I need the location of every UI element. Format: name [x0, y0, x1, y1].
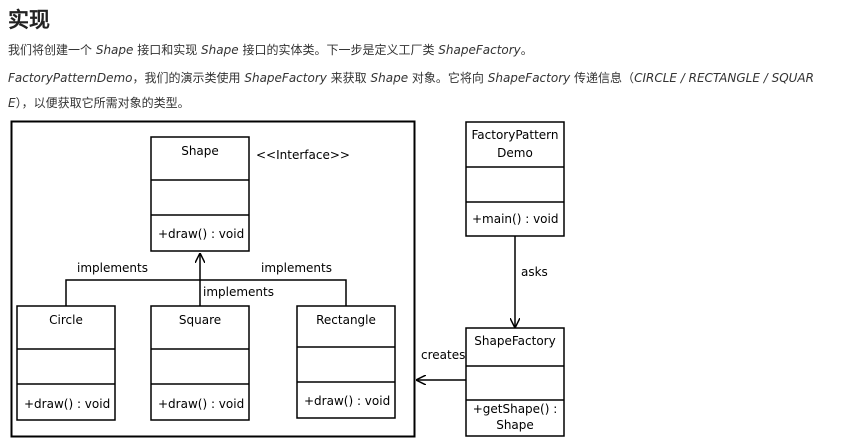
- shape-method: +draw() : void: [158, 227, 244, 241]
- code-term: FactoryPatternDemo: [8, 71, 133, 85]
- square-class: Square +draw() : void: [150, 305, 250, 421]
- code-term: ShapeFactory: [244, 71, 327, 85]
- interface-stereotype: <<Interface>>: [256, 148, 350, 162]
- rectangle-method: +draw() : void: [304, 394, 390, 408]
- text-segment: 传递信息（: [570, 71, 635, 85]
- text-segment: 对象。它将向: [408, 71, 488, 85]
- implements-connectors: [65, 253, 347, 306]
- page-title: 实现: [8, 8, 50, 32]
- code-term: Shape: [370, 71, 409, 85]
- shape-interface-class: Shape +draw() : void: [150, 136, 250, 252]
- description-paragraph-continued: E），以便获取它所需对象的类型。: [8, 91, 190, 115]
- factory-method-line1: +getShape() :: [473, 402, 558, 416]
- intro-paragraph: 我们将创建一个 Shape 接口和实现 Shape 接口的实体类。下一步是定义工…: [8, 38, 533, 62]
- text-segment: 接口的实体类。下一步是定义工厂类: [238, 43, 439, 57]
- factory-pattern-demo-class: FactoryPattern Demo +main() : void: [465, 121, 565, 237]
- factory-class-name: ShapeFactory: [474, 334, 555, 348]
- text-segment: 接口和实现: [133, 43, 202, 57]
- rectangle-class: Rectangle +draw() : void: [296, 305, 396, 419]
- square-class-name: Square: [179, 313, 221, 327]
- creates-label: creates: [421, 348, 465, 362]
- demo-class-name-line2: Demo: [497, 146, 533, 160]
- circle-class-name: Circle: [49, 313, 83, 327]
- square-method: +draw() : void: [158, 397, 244, 411]
- code-term: CIRCLE / RECTANGLE / SQUAR: [634, 71, 814, 85]
- code-term: Shape: [201, 43, 239, 57]
- code-term: E: [8, 96, 16, 110]
- text-segment: ），以便获取它所需对象的类型。: [15, 96, 190, 110]
- shape-factory-class: ShapeFactory +getShape() : Shape: [465, 327, 565, 437]
- shape-class-name: Shape: [181, 144, 219, 158]
- code-term: Shape: [95, 43, 134, 57]
- demo-method: +main() : void: [472, 212, 558, 226]
- implements-label-center: implements: [203, 285, 274, 299]
- text-segment: 来获取: [326, 71, 371, 85]
- code-term: ShapeFactory: [487, 71, 571, 85]
- rectangle-class-name: Rectangle: [316, 313, 376, 327]
- code-term: ShapeFactory: [438, 43, 521, 57]
- demo-class-name-line1: FactoryPattern: [471, 128, 558, 142]
- circle-class: Circle +draw() : void: [16, 305, 116, 421]
- factory-method-line2: Shape: [496, 418, 534, 432]
- shapes-package-frame: [10, 120, 416, 438]
- text-segment: 我们将创建一个: [8, 43, 96, 57]
- implements-label-right: implements: [261, 261, 332, 275]
- text-segment: 。: [520, 43, 533, 57]
- text-segment: ，我们的演示类使用: [132, 71, 245, 85]
- description-paragraph: FactoryPatternDemo，我们的演示类使用 ShapeFactory…: [8, 66, 814, 90]
- asks-label: asks: [521, 265, 548, 279]
- circle-method: +draw() : void: [24, 397, 110, 411]
- implements-label-left: implements: [77, 261, 148, 275]
